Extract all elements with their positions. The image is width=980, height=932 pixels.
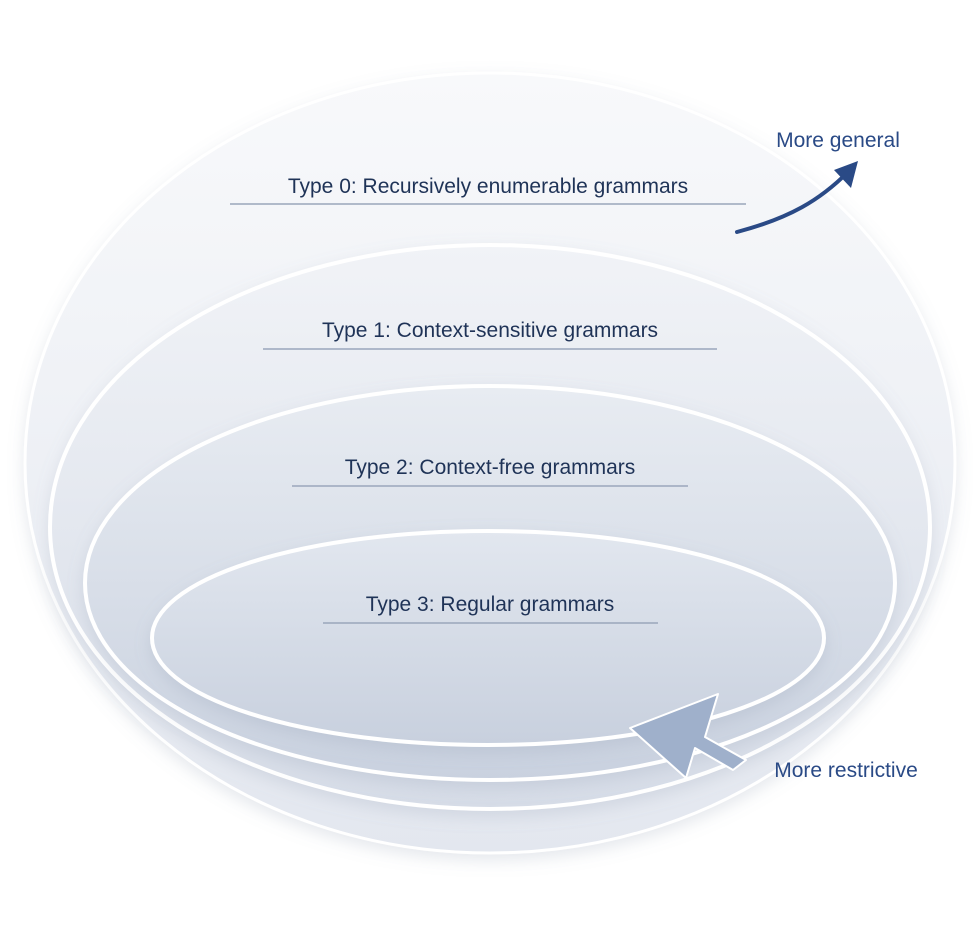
type-3-label: Type 3: Regular grammars	[366, 593, 615, 616]
more-restrictive-label: More restrictive	[774, 759, 918, 782]
type-1-label: Type 1: Context-sensitive grammars	[322, 319, 658, 342]
type-2-label: Type 2: Context-free grammars	[345, 456, 636, 479]
type-0-label: Type 0: Recursively enumerable grammars	[288, 175, 688, 198]
type-3-ellipse	[150, 529, 826, 747]
curved-arrow-up-right-icon	[735, 161, 858, 234]
arrow-up-left-icon	[629, 693, 747, 779]
more-general-label: More general	[776, 129, 900, 152]
